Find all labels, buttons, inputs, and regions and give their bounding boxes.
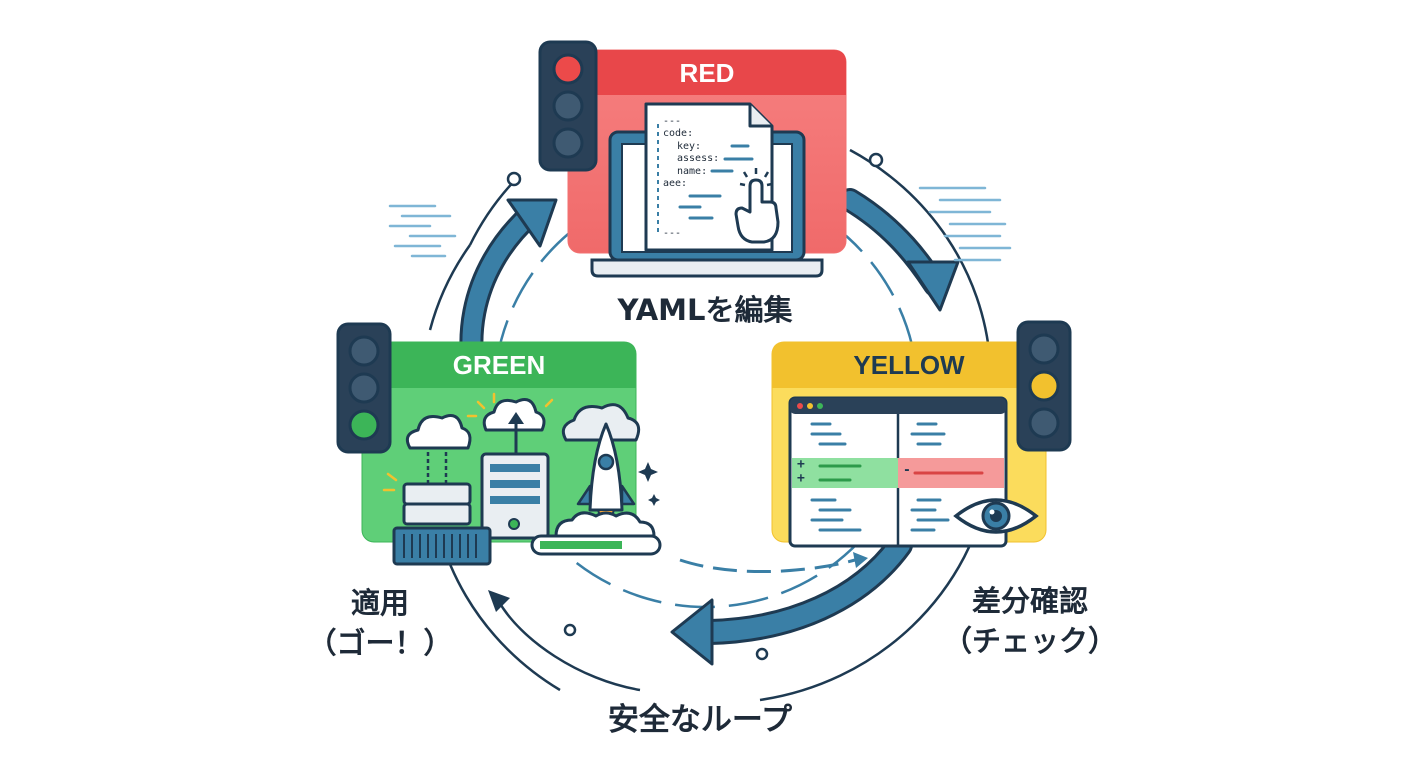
red-stage-title: RED	[679, 58, 735, 88]
flow-arrow-bottom	[670, 532, 913, 666]
flow-arrow-bottom-left-head	[488, 590, 510, 612]
speed-lines-right	[918, 186, 1012, 262]
diff-plus-marker-2: +	[797, 471, 805, 486]
yaml-doc-start: ---	[663, 116, 682, 127]
diff-plus-marker-1: +	[797, 457, 805, 472]
yaml-line-code: code:	[663, 128, 694, 140]
yaml-snippet: --- code: key: assess: name: aee:	[663, 116, 719, 190]
green-stage-caption-line1: 適用	[350, 586, 409, 620]
yaml-line-name: name:	[677, 165, 708, 177]
yaml-doc-end: ---	[663, 228, 682, 239]
diff-window-icon	[788, 396, 1008, 548]
pointer-hand-icon	[734, 168, 780, 244]
progress-bar-icon	[530, 534, 662, 556]
yaml-line-assess: assess:	[677, 153, 720, 165]
flow-arrow-right	[838, 188, 960, 312]
green-stage-caption-line2: （ゴー！）	[307, 626, 453, 660]
green-stage-title: GREEN	[452, 350, 546, 380]
rocket-icon	[554, 422, 660, 538]
yaml-line-key: key:	[677, 140, 702, 152]
safe-loop-label: 安全なループ	[607, 702, 793, 738]
cloud-icon	[405, 398, 641, 450]
diff-minus-marker: -	[903, 463, 911, 478]
yaml-line-aee: aee:	[663, 178, 688, 190]
speed-lines-left	[388, 204, 457, 258]
eye-icon	[953, 498, 1039, 534]
yellow-stage-caption-line1: 差分確認	[971, 584, 1088, 618]
traffic-light-yellow-icon	[1016, 320, 1072, 452]
red-stage-caption: YAMLを編集	[617, 293, 793, 327]
outer-loop-nodes	[506, 152, 884, 661]
yellow-stage-caption-line2: （チェック）	[942, 624, 1117, 658]
server-icon	[392, 412, 550, 566]
green-glow-lines	[382, 472, 398, 492]
traffic-light-red-icon	[538, 40, 598, 172]
sparkle-icon	[466, 392, 554, 418]
traffic-light-green-icon	[336, 322, 392, 454]
yellow-stage-title: YELLOW	[853, 350, 965, 380]
flow-arrow-bottom-left-thin	[496, 599, 641, 692]
